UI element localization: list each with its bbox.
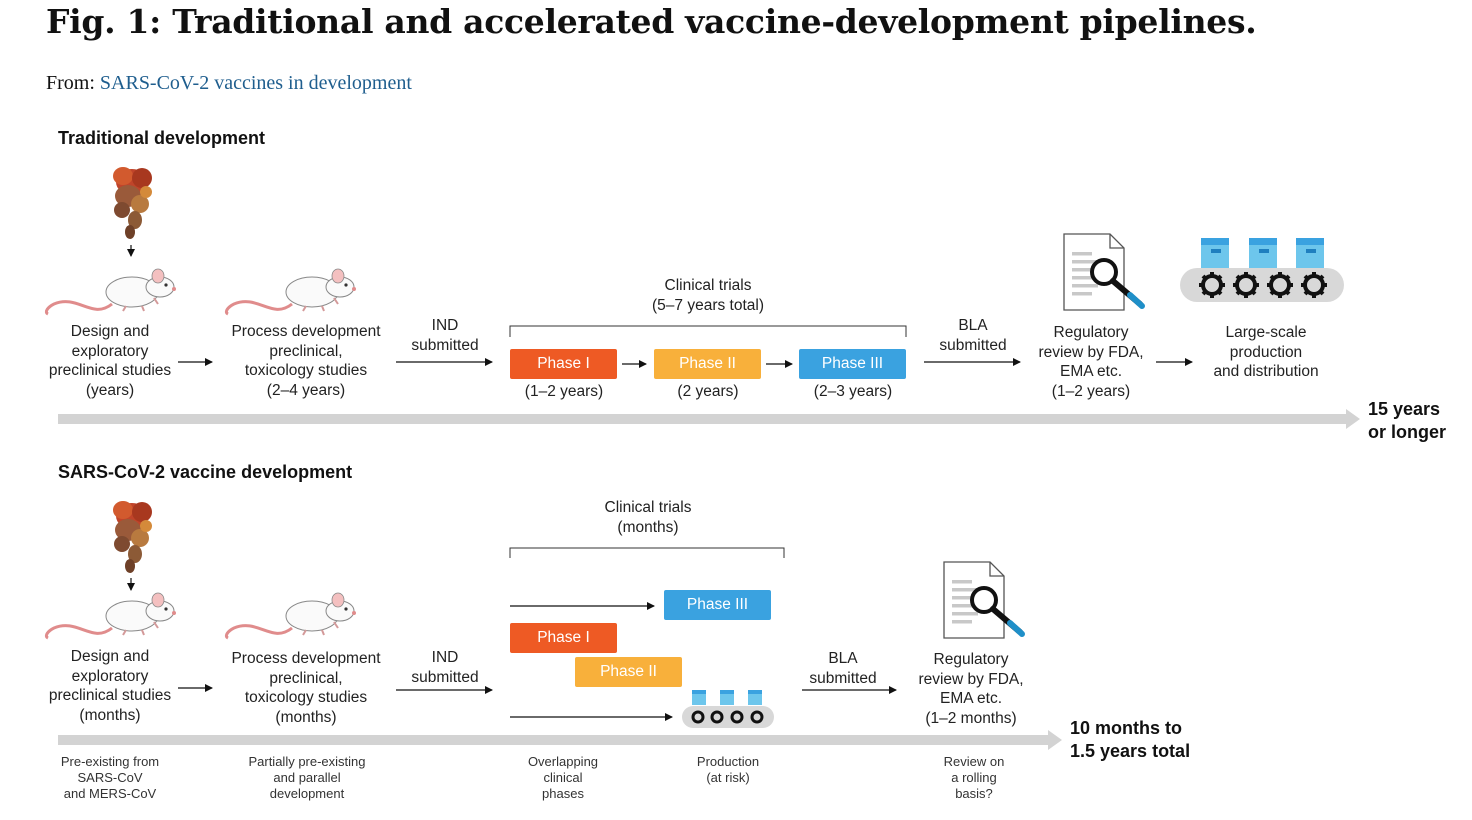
trad-design-label: Design and exploratory preclinical studi… [48, 323, 172, 399]
spike-protein-icon [113, 501, 152, 573]
spike-protein-icon [113, 167, 152, 239]
trad-review-label: Regulatory review by FDA, EMA etc. (1–2 … [1038, 324, 1144, 400]
sars-heading: SARS-CoV-2 vaccine development [58, 462, 353, 482]
from-label: From: [46, 72, 95, 94]
mouse-icon [224, 267, 358, 316]
production-conveyor-icon [1180, 238, 1344, 302]
trad-clinical-label: Clinical trials (5–7 years total) [652, 277, 764, 314]
trad-ind-label: IND submitted [411, 317, 479, 354]
sars-design-label: Design and exploratory preclinical studi… [48, 648, 172, 724]
sars-total-duration: 10 months to 1.5 years total [1070, 718, 1191, 761]
trad-phase-2: Phase II [654, 349, 761, 379]
regulatory-document-icon [1064, 234, 1142, 310]
trad-production-label: Large-scale production and distribution [1213, 324, 1319, 380]
trad-phase-3: Phase III [799, 349, 906, 379]
sars-phase-2: Phase II [575, 657, 682, 687]
trad-phase-1-duration: (1–2 years) [524, 383, 604, 400]
sars-clinical-label: Clinical trials (months) [604, 499, 692, 536]
trad-process-label: Process development preclinical, toxicol… [231, 323, 381, 399]
mouse-icon [224, 591, 358, 640]
sars-phase-3: Phase III [664, 590, 771, 620]
trad-phase-2-duration: (2 years) [677, 383, 739, 400]
sars-note-production: Production (at risk) [696, 754, 760, 785]
figure-source: From: SARS-CoV-2 vaccines in development [46, 72, 412, 95]
trad-phase-3-duration: (2–3 years) [813, 383, 893, 400]
regulatory-document-icon [944, 562, 1022, 638]
traditional-timeline [58, 409, 1360, 429]
trad-bla-label: BLA submitted [939, 317, 1007, 354]
sars-review-label: Regulatory review by FDA, EMA etc. (1–2 … [918, 651, 1024, 727]
sars-ind-label: IND submitted [411, 649, 479, 686]
trad-total-duration: 15 years or longer [1368, 399, 1447, 442]
sars-note-overlapping: Overlapping clinical phases [527, 754, 599, 801]
sars-note-preexisting: Pre-existing from SARS-CoV and MERS-CoV [60, 754, 160, 801]
source-article-link[interactable]: SARS-CoV-2 vaccines in development [99, 72, 412, 94]
mouse-icon [44, 267, 178, 316]
sars-note-rolling-review: Review on a rolling basis? [943, 754, 1005, 801]
sars-process-label: Process development preclinical, toxicol… [231, 650, 381, 726]
sars-timeline [58, 730, 1062, 750]
mouse-icon [44, 591, 178, 640]
trad-phase-1: Phase I [510, 349, 617, 379]
sars-phase-1: Phase I [510, 623, 617, 653]
traditional-heading: Traditional development [58, 128, 266, 148]
sars-note-parallel: Partially pre-existing and parallel deve… [248, 754, 366, 801]
sars-bla-label: BLA submitted [809, 650, 877, 687]
production-conveyor-icon [682, 690, 774, 728]
figure-title: Fig. 1: Traditional and accelerated vacc… [46, 2, 1257, 41]
